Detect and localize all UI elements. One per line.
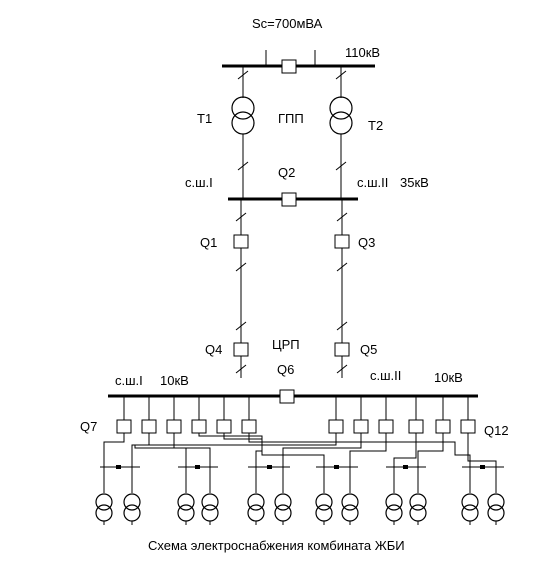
bus-35kv-section1-label: с.ш.I bbox=[185, 175, 213, 190]
transformer-icon bbox=[177, 467, 195, 525]
workshop-transformers bbox=[95, 467, 505, 525]
breaker-q5 bbox=[334, 342, 350, 357]
source-power-label: Sc=700мВА bbox=[252, 16, 323, 31]
breaker-q6 bbox=[279, 389, 295, 404]
transformer-icon bbox=[95, 467, 113, 525]
substation-buses bbox=[100, 465, 504, 469]
breaker-q5-label: Q5 bbox=[360, 342, 377, 357]
breaker-q4-label: Q4 bbox=[205, 342, 222, 357]
transformer-icon bbox=[341, 467, 359, 525]
breaker-q2 bbox=[281, 192, 297, 207]
transformer-t1-icon bbox=[231, 96, 255, 135]
crp-label: ЦРП bbox=[272, 337, 300, 352]
breaker-q7-label: Q7 bbox=[80, 419, 97, 434]
breaker-q6-label: Q6 bbox=[277, 362, 294, 377]
bus-10kv-section1-label: с.ш.I bbox=[115, 373, 143, 388]
diagram-caption: Схема электроснабжения комбината ЖБИ bbox=[148, 538, 405, 553]
breaker-q3 bbox=[334, 234, 350, 249]
voltage-10kv-left-label: 10кВ bbox=[160, 373, 189, 388]
transformer-t2-label: T2 bbox=[368, 118, 383, 133]
transformer-icon bbox=[385, 467, 403, 525]
breaker-q4 bbox=[233, 342, 249, 357]
voltage-110kv-label: 110кВ bbox=[345, 45, 380, 60]
breaker-q12-label: Q12 bbox=[484, 423, 509, 438]
bus-35kv-section2-label: с.ш.II bbox=[357, 175, 388, 190]
transformer-icon bbox=[274, 467, 292, 525]
gpp-label: ГПП bbox=[278, 111, 304, 126]
feeder-breakers bbox=[116, 396, 476, 434]
breaker-110kv-sectional bbox=[281, 59, 297, 74]
transformer-t2-icon bbox=[329, 96, 353, 135]
voltage-35kv-label: 35кВ bbox=[400, 175, 429, 190]
transformer-icon bbox=[201, 467, 219, 525]
transformer-icon bbox=[123, 467, 141, 525]
transformer-icon bbox=[461, 467, 479, 525]
breaker-q2-label: Q2 bbox=[278, 165, 295, 180]
transformer-t1-label: T1 bbox=[197, 111, 212, 126]
transformer-icon bbox=[409, 467, 427, 525]
voltage-10kv-right-label: 10кВ bbox=[434, 370, 463, 385]
transformer-icon bbox=[315, 467, 333, 525]
breaker-q1 bbox=[233, 234, 249, 249]
transformer-icon bbox=[487, 467, 505, 525]
breaker-q1-label: Q1 bbox=[200, 235, 217, 250]
feeder-cables bbox=[103, 433, 497, 467]
breaker-q3-label: Q3 bbox=[358, 235, 375, 250]
transformer-icon bbox=[247, 467, 265, 525]
bus-10kv-section2-label: с.ш.II bbox=[370, 368, 401, 383]
